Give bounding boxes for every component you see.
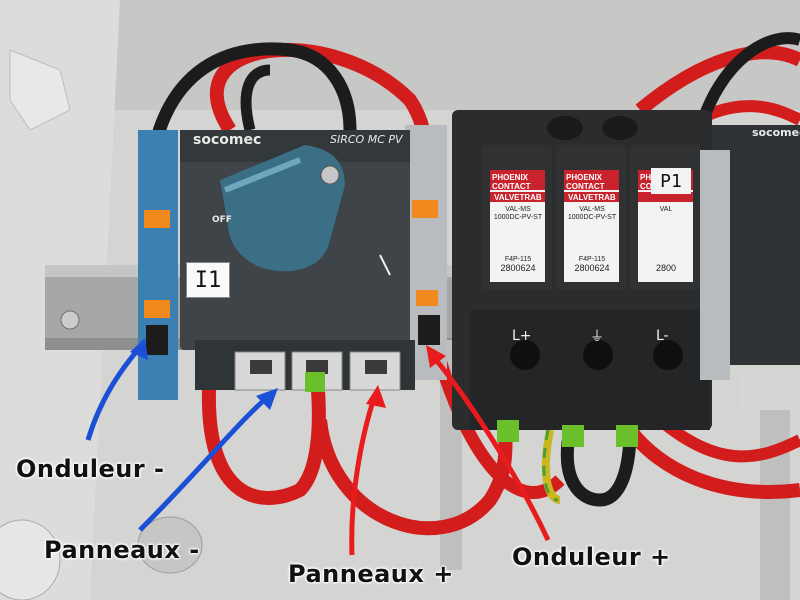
spd-brand-2: PHOENIX CONTACT bbox=[566, 173, 605, 191]
switch-off-marking: OFF bbox=[212, 215, 232, 225]
spd-module-2-model: VAL-MS bbox=[579, 206, 605, 213]
cable-gland bbox=[0, 519, 61, 600]
rail-screw bbox=[60, 310, 80, 330]
left-clip bbox=[9, 49, 71, 131]
label-onduleur-plus: Onduleur + bbox=[512, 543, 671, 571]
spd-line-1: VALVETRAB bbox=[494, 193, 542, 202]
red-cable-bottom-mid bbox=[313, 419, 513, 536]
spd-brand-1: PHOENIX CONTACT bbox=[492, 173, 531, 191]
label-panneaux-plus: Panneaux + bbox=[288, 560, 454, 588]
spd-module-1-model: VAL-MS bbox=[505, 206, 531, 213]
spd-module-1 bbox=[482, 145, 552, 290]
switch-symbol bbox=[379, 254, 391, 276]
spd-module-2-ref: F4P-115 bbox=[578, 256, 606, 263]
spd-tag: P1 bbox=[651, 168, 691, 194]
spd-module-2-part: 2800624 bbox=[574, 263, 610, 273]
terminal-earth-label: ⏚ bbox=[590, 329, 604, 345]
switch-tag: I1 bbox=[186, 262, 230, 298]
arrow-panneaux-minus bbox=[138, 393, 272, 532]
spd-module-1-rating: 1000DC-PV-ST bbox=[493, 214, 543, 221]
spd-module-3-model: VAL bbox=[659, 206, 673, 213]
terminal-hole-earth bbox=[583, 340, 613, 370]
terminal-hole-lplus bbox=[510, 340, 540, 370]
spd-module-1-ref: F4P-115 bbox=[504, 256, 532, 263]
spd-module-2-rating: 1000DC-PV-ST bbox=[567, 214, 617, 221]
terminal-lplus-label: L+ bbox=[512, 328, 532, 344]
terminal-block-left bbox=[138, 130, 178, 400]
label-onduleur-minus: Onduleur - bbox=[16, 455, 165, 483]
spd-line-2: VALVETRAB bbox=[568, 193, 616, 202]
arrow-panneaux-plus bbox=[349, 394, 378, 556]
arrow-onduleur-plus bbox=[430, 353, 551, 542]
label-panneaux-minus: Panneaux - bbox=[44, 536, 200, 564]
terminal-lminus-label: L- bbox=[656, 328, 669, 344]
switch-brand: socomec bbox=[193, 132, 262, 148]
switch-model: SIRCO MC PV bbox=[330, 133, 403, 146]
terminal-hole-lminus bbox=[653, 340, 683, 370]
spd-module-2 bbox=[556, 145, 626, 290]
spd-module-1-part: 2800624 bbox=[500, 263, 536, 273]
right-device-brand: socomec bbox=[752, 126, 800, 139]
handle-screw bbox=[320, 165, 340, 185]
spd-module-3-part: 2800 bbox=[655, 263, 677, 273]
